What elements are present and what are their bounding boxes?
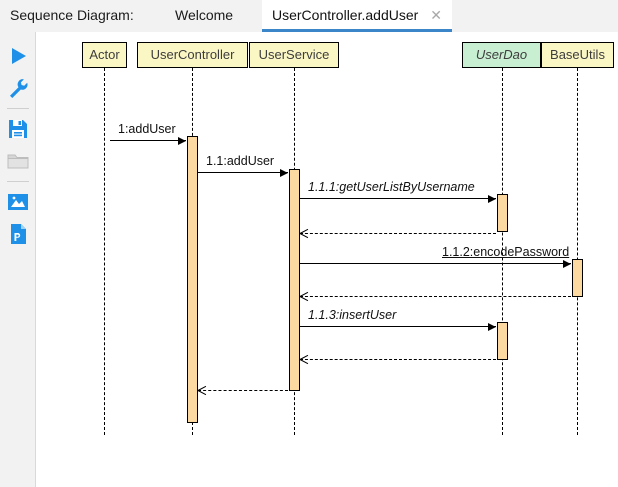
message-line-1[interactable] — [110, 140, 186, 141]
save-icon[interactable] — [6, 117, 30, 141]
message-label-1.1.1[interactable]: 1.1.1:getUserListByUsername — [308, 180, 475, 194]
activation-bar-usercontroller[interactable] — [187, 136, 198, 423]
participant-userdao[interactable]: UserDao — [462, 42, 541, 68]
image-icon[interactable] — [6, 190, 30, 214]
message-label-1.1.2[interactable]: 1.1.2:encodePassword — [442, 245, 570, 259]
message-line-1.1.1r[interactable] — [300, 233, 496, 234]
tab-welcome-label: Welcome — [175, 7, 234, 23]
message-arrowhead-1.1r — [198, 386, 207, 395]
tab-bar-title-label: Sequence Diagram: — [10, 7, 134, 23]
participant-usercontroller[interactable]: UserController — [137, 42, 248, 68]
activation-bar-baseutils[interactable] — [572, 259, 583, 297]
tab-welcome[interactable]: Welcome — [175, 0, 233, 32]
message-arrowhead-1.1.1r — [300, 229, 309, 238]
toolbar-separator-1 — [7, 108, 29, 109]
message-line-1.1.3r[interactable] — [300, 359, 496, 360]
participant-actor[interactable]: Actor — [82, 42, 127, 68]
lifeline-baseutils — [577, 68, 578, 435]
message-label-1.1.3[interactable]: 1.1.3:insertUser — [308, 308, 397, 322]
tab-bar-title: Sequence Diagram: — [10, 0, 134, 32]
pdf-icon[interactable] — [6, 222, 30, 246]
message-line-1.1r[interactable] — [198, 390, 288, 391]
message-arrowhead-1 — [178, 136, 186, 145]
message-label-1.1[interactable]: 1.1:addUser — [206, 154, 275, 168]
participant-userservice[interactable]: UserService — [249, 42, 339, 68]
activation-bar-userdao[interactable] — [497, 322, 508, 360]
message-arrowhead-1.1.3 — [488, 322, 496, 331]
folder-icon — [6, 149, 30, 173]
message-arrowhead-1.1.2 — [563, 259, 571, 268]
message-line-1.1.1[interactable] — [300, 198, 496, 199]
message-arrowhead-1.1 — [280, 168, 288, 177]
message-line-1.1[interactable] — [198, 172, 288, 173]
tab-usercontroller-adduser[interactable]: UserController.addUser ✕ — [262, 0, 452, 32]
lifeline-actor — [104, 68, 105, 435]
message-line-1.1.2r[interactable] — [300, 296, 571, 297]
tab-usercontroller-adduser-label: UserController.addUser — [272, 7, 419, 23]
toolbar-separator-2 — [7, 181, 29, 182]
tab-bar: Sequence Diagram: Welcome UserController… — [0, 0, 618, 32]
left-toolbar — [0, 32, 36, 487]
participant-baseutils[interactable]: BaseUtils — [541, 42, 614, 68]
run-icon[interactable] — [6, 44, 30, 68]
lifeline-userdao — [502, 68, 503, 435]
message-line-1.1.3[interactable] — [300, 326, 496, 327]
message-line-1.1.2[interactable] — [300, 263, 571, 264]
message-label-1[interactable]: 1:addUser — [118, 122, 176, 136]
message-arrowhead-1.1.1 — [488, 194, 496, 203]
activation-bar-userdao[interactable] — [497, 194, 508, 232]
wrench-icon[interactable] — [6, 76, 30, 100]
activation-bar-userservice[interactable] — [289, 169, 300, 391]
close-icon[interactable]: ✕ — [430, 7, 442, 23]
message-arrowhead-1.1.3r — [300, 355, 309, 364]
message-arrowhead-1.1.2r — [300, 292, 309, 301]
